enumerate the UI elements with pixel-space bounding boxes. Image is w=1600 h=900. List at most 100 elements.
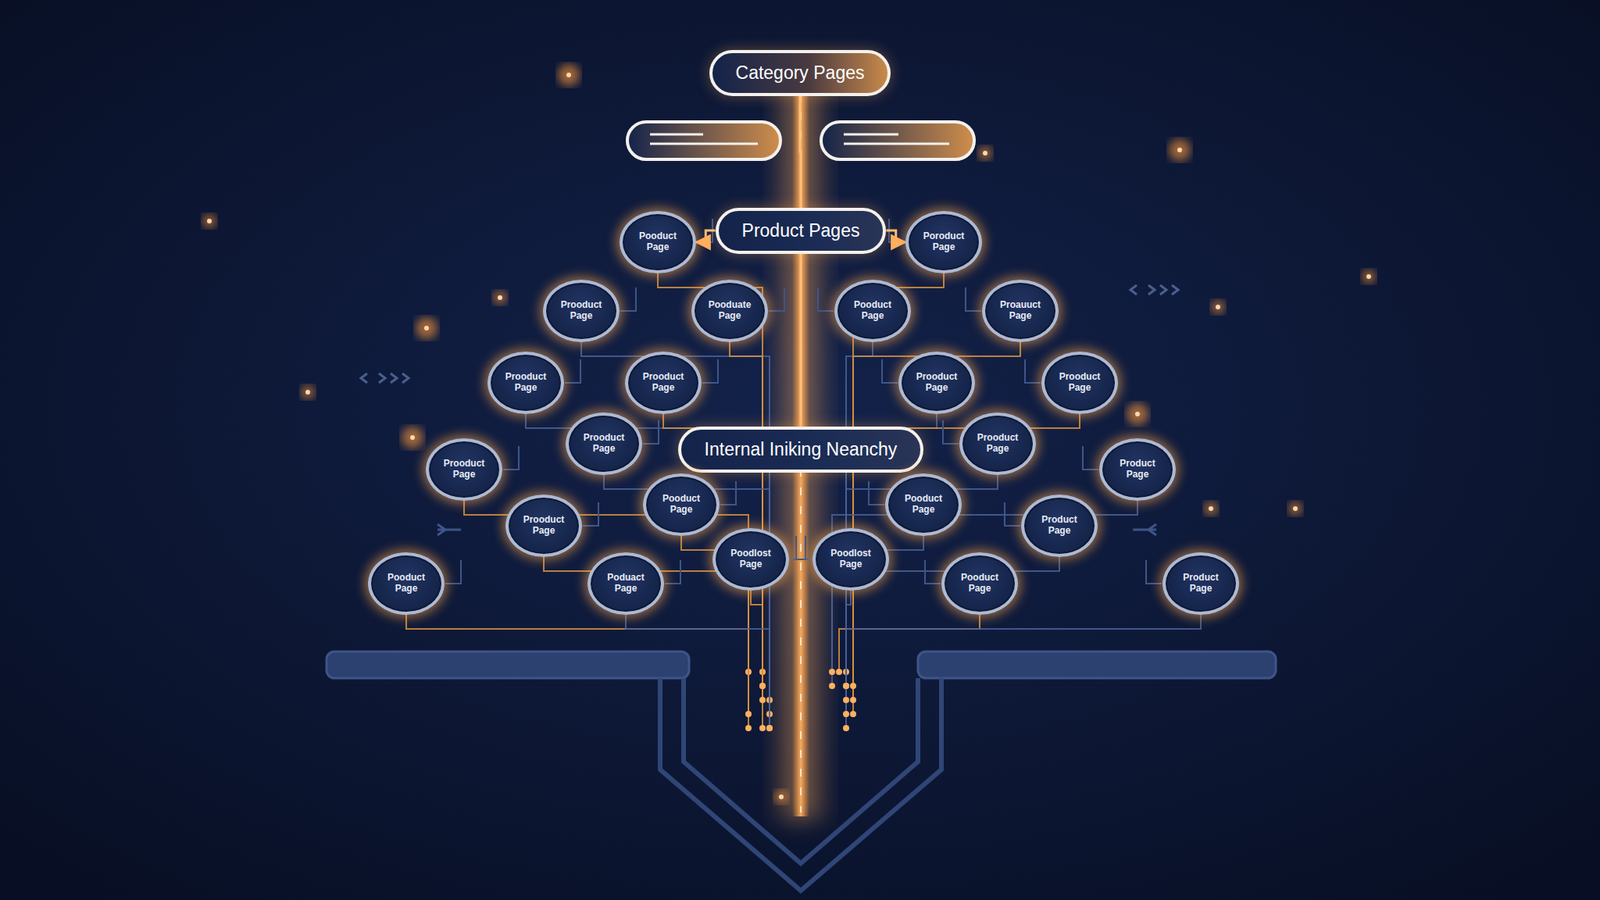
circuit-trace: [664, 560, 681, 584]
glow-dot: [557, 64, 580, 86]
page-circle: Poodlost Page: [712, 528, 790, 591]
circuit-trace: [853, 342, 1021, 700]
circuit-trace: [582, 502, 599, 526]
trace-dot: [842, 682, 850, 690]
circuit-trace: [882, 359, 898, 383]
node-text: Poduact Page: [601, 572, 650, 595]
glow-dot-core: [982, 150, 988, 156]
page-circle: Poroduct Page: [905, 210, 983, 274]
glow-dot: [1361, 269, 1376, 284]
circuit-trace: [503, 446, 519, 470]
node-text: Product Page: [1113, 458, 1162, 481]
glow-dot: [1168, 139, 1191, 161]
node-text: Proauuct Page: [996, 300, 1045, 322]
page-circle: Prooduct Page: [898, 351, 975, 415]
base-bar: [326, 651, 1276, 679]
circuit-trace: [1082, 446, 1099, 470]
circuit-trace: [406, 614, 749, 715]
trace-dot: [842, 682, 850, 690]
glow-dot: [202, 214, 217, 229]
node-text: Prooduct Page: [501, 371, 550, 394]
node-text: Prooduct Page: [519, 514, 568, 537]
glow-dot-core: [1215, 304, 1221, 310]
glow-dot: [415, 317, 438, 340]
page-circle: Prooduct Page: [505, 494, 583, 558]
circuit-trace: [1004, 502, 1021, 526]
node-text: Pooduct Page: [899, 493, 948, 516]
label-pill: Internal Iniking Neanchy: [678, 426, 925, 473]
page-circle: Pooduct Page: [834, 279, 911, 343]
trace-dot: [842, 696, 850, 704]
circuit-trace: [796, 535, 812, 560]
page-circle: Product Page: [1162, 552, 1240, 615]
node-text: Poodlost Page: [826, 548, 875, 571]
trace-dot: [828, 668, 836, 675]
label-pill: Product Pages: [715, 207, 887, 254]
trace-dot: [759, 682, 766, 690]
page-circle: Prooduct Page: [625, 351, 702, 415]
node-text: Pooduct Page: [633, 231, 683, 254]
trace-dot: [745, 710, 752, 718]
glow-dot-core: [305, 389, 311, 395]
node-text: Prooduct Page: [912, 371, 961, 394]
node-text: Product Page: [1176, 572, 1225, 595]
trace-dot: [759, 725, 766, 732]
node-text: Pooduct Page: [382, 572, 431, 595]
circuit-trace: [729, 342, 763, 672]
trace-dot: [842, 725, 850, 732]
circuit-trace: [750, 590, 763, 686]
funnel-outline: [660, 678, 942, 891]
circuit-trace: [564, 359, 581, 383]
label-pill: Category Pages: [709, 50, 892, 97]
glow-dot: [1126, 403, 1149, 425]
page-circle: Proauuct Page: [982, 279, 1059, 343]
circuit-trace: [868, 481, 885, 505]
glow-dot-core: [1366, 274, 1372, 279]
glow-dot-core: [778, 794, 784, 800]
page-circle: Poodlost Page: [812, 528, 890, 591]
page-circle: Prooduct Page: [487, 351, 565, 415]
page-circle: Product Page: [1021, 494, 1098, 558]
node-text: Category Pages: [735, 62, 865, 84]
page-circle: Prooduct Page: [542, 279, 620, 343]
glow-dot-core: [207, 218, 212, 224]
node-text: Prooduct Page: [579, 432, 629, 455]
glow-dot-core: [410, 435, 415, 440]
connector: [696, 230, 716, 243]
node-text: Prooduct Page: [973, 432, 1022, 455]
circuit-traces: [406, 218, 1201, 732]
connector: [885, 230, 906, 243]
glow-dot: [300, 385, 315, 400]
trace-dot: [766, 725, 773, 732]
connector: [800, 96, 801, 208]
page-circle: Pooduct Page: [642, 473, 720, 536]
glow-dots: [202, 64, 1376, 804]
circuit-trace: [1146, 560, 1162, 584]
placeholder-pill: [821, 121, 975, 160]
trace-dot: [835, 668, 843, 675]
circuit-trace: [839, 614, 980, 672]
glow-dot-core: [497, 295, 503, 300]
circuit-trace: [445, 560, 461, 584]
circuit-trace: [925, 560, 941, 584]
node-text: Product Page: [1035, 514, 1084, 537]
node-text: Prooduct Page: [557, 300, 606, 322]
node-text: Prooduct Page: [1055, 371, 1104, 394]
page-circle: Pooduct Page: [885, 473, 962, 536]
circuit-trace: [720, 481, 736, 505]
node-text: Poodlost Page: [726, 548, 775, 571]
page-circle: Poduact Page: [587, 552, 665, 615]
trace-dot: [850, 682, 857, 690]
node-text: Pooduate Page: [705, 300, 754, 322]
glow-dot-core: [1292, 506, 1298, 511]
circuit-trace: [625, 614, 770, 729]
trace-dot: [828, 682, 836, 690]
node-text: Poroduct Page: [919, 231, 968, 254]
glow-dot: [1210, 300, 1225, 315]
glow-dot-core: [1208, 506, 1214, 511]
trace-dot: [850, 710, 857, 718]
circuit-trace: [1025, 359, 1041, 383]
glow-dot-core: [1135, 411, 1140, 417]
page-circle: Prooduct Page: [1041, 351, 1118, 415]
glow-dot: [1288, 501, 1303, 516]
